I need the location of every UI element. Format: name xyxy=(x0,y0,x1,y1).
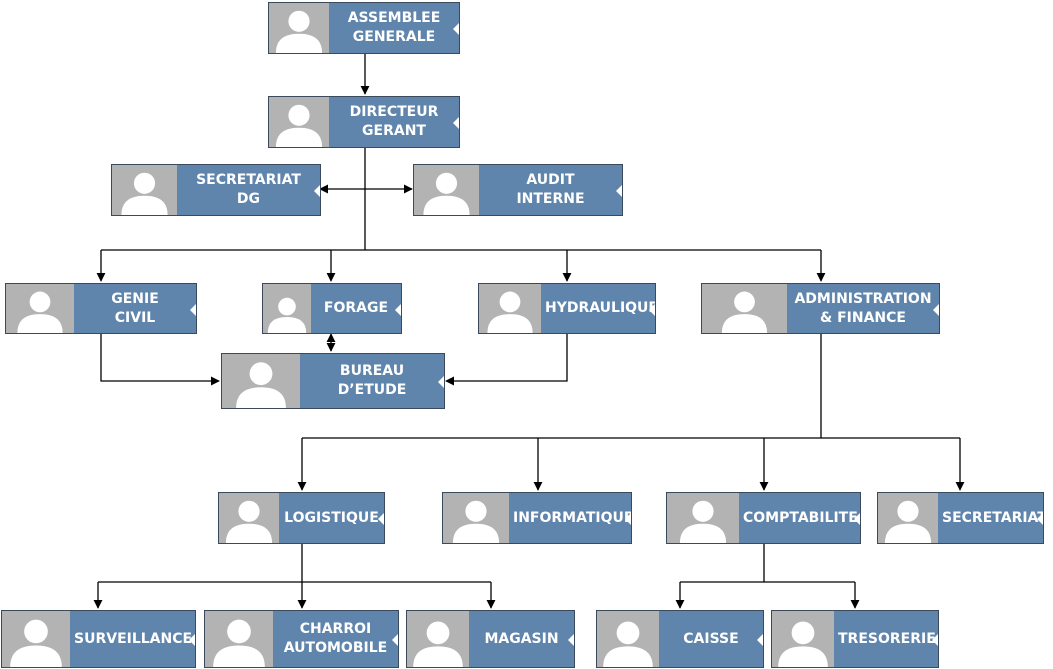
org-node-label: SURVEILLANCE xyxy=(74,630,193,647)
org-node-bureau: BUREAU D’ETUDE xyxy=(221,353,445,409)
notch-marker xyxy=(853,511,860,525)
notch-marker xyxy=(624,511,631,525)
org-node-label: SECRETARIAT xyxy=(942,509,1044,526)
person-placeholder-icon xyxy=(702,284,787,333)
notch-marker xyxy=(615,183,622,197)
person-placeholder-icon xyxy=(597,611,659,667)
org-node-label: DIRECTEUR GERANT xyxy=(349,104,439,139)
notch-marker xyxy=(437,374,444,388)
org-node-genie: GENIE CIVIL xyxy=(5,283,197,334)
person-placeholder-icon xyxy=(878,493,938,543)
person-placeholder-icon xyxy=(219,493,279,543)
org-node-comptabilite: COMPTABILITE xyxy=(666,492,861,544)
person-placeholder-icon xyxy=(112,165,177,215)
org-node-assemblee: ASSEMBLEE GENERALE xyxy=(268,2,460,54)
org-node-label: TRESORERIE xyxy=(838,630,936,647)
org-node-label: FORAGE xyxy=(323,300,389,316)
org-node-label: ADMINISTRATION & FINANCE xyxy=(794,290,932,326)
notch-marker xyxy=(377,511,384,525)
org-node-label: MAGASIN xyxy=(484,630,559,647)
notch-marker xyxy=(756,632,763,646)
notch-marker xyxy=(932,302,939,316)
notch-marker xyxy=(931,632,938,646)
person-placeholder-icon xyxy=(667,493,739,543)
person-placeholder-icon xyxy=(772,611,834,667)
org-node-label: ASSEMBLEE GENERALE xyxy=(347,10,441,45)
org-node-surveillance: SURVEILLANCE xyxy=(1,610,196,668)
person-placeholder-icon xyxy=(443,493,509,543)
org-node-forage: FORAGE xyxy=(262,283,402,334)
person-placeholder-icon xyxy=(222,354,300,408)
org-node-label: CHARROI AUTOMOBILE xyxy=(283,621,388,656)
org-node-label: INFORMATIQUE xyxy=(513,509,632,526)
connector-hydraulique-bureau xyxy=(445,334,568,386)
org-node-label: BUREAU D’ETUDE xyxy=(337,363,407,398)
person-placeholder-icon xyxy=(263,284,311,333)
person-placeholder-icon xyxy=(269,97,329,147)
org-node-informatique: INFORMATIQUE xyxy=(442,492,632,544)
notch-marker xyxy=(648,302,655,316)
connector-genie-bureau xyxy=(100,334,220,386)
org-node-label: HYDRAULIQUE xyxy=(545,300,656,316)
org-node-label: SECRETARIAT DG xyxy=(196,172,301,207)
org-node-charroi: CHARROI AUTOMOBILE xyxy=(204,610,399,668)
org-node-admin: ADMINISTRATION & FINANCE xyxy=(701,283,940,334)
org-node-secretariat: SECRETARIAT xyxy=(877,492,1044,544)
notch-marker xyxy=(452,21,459,35)
notch-marker xyxy=(1036,511,1043,525)
org-node-magasin: MAGASIN xyxy=(406,610,575,668)
notch-marker xyxy=(189,302,196,316)
notch-marker xyxy=(188,632,195,646)
person-placeholder-icon xyxy=(269,3,329,53)
org-node-caisse: CAISSE xyxy=(596,610,764,668)
org-node-logistique: LOGISTIQUE xyxy=(218,492,385,544)
notch-marker xyxy=(394,302,401,316)
notch-marker xyxy=(313,183,320,197)
person-placeholder-icon xyxy=(205,611,273,667)
org-node-audit: AUDIT INTERNE xyxy=(413,164,623,216)
org-node-label: GENIE CIVIL xyxy=(111,290,159,326)
notch-marker xyxy=(567,632,574,646)
person-placeholder-icon xyxy=(414,165,479,215)
org-node-tresorerie: TRESORERIE xyxy=(771,610,939,668)
person-placeholder-icon xyxy=(479,284,541,333)
person-placeholder-icon xyxy=(2,611,70,667)
org-node-label: LOGISTIQUE xyxy=(284,509,379,526)
org-node-secretariat-dg: SECRETARIAT DG xyxy=(111,164,321,216)
notch-marker xyxy=(452,115,459,129)
person-placeholder-icon xyxy=(6,284,74,333)
notch-marker xyxy=(391,632,398,646)
org-node-hydraulique: HYDRAULIQUE xyxy=(478,283,656,334)
org-node-label: COMPTABILITE xyxy=(743,509,858,526)
org-node-label: CAISSE xyxy=(683,630,739,647)
org-node-label: AUDIT INTERNE xyxy=(516,172,585,207)
org-node-directeur: DIRECTEUR GERANT xyxy=(268,96,460,148)
person-placeholder-icon xyxy=(407,611,469,667)
